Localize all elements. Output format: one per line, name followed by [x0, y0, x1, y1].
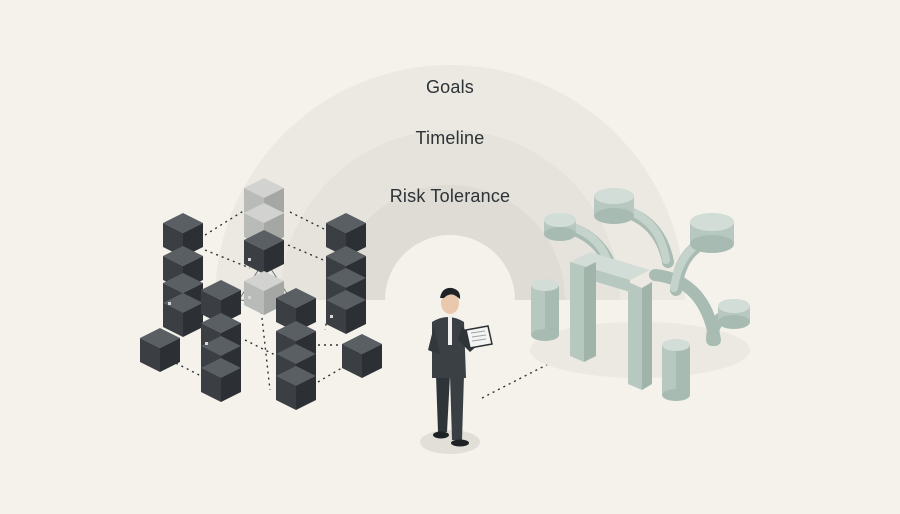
arc-label-timeline: Timeline [415, 128, 485, 148]
arc-label-goals: Goals [425, 77, 475, 97]
arc-label-risk-tolerance: Risk Tolerance [389, 186, 511, 206]
server-cubes-icon [140, 178, 382, 410]
branching-pipes-icon [530, 188, 750, 401]
person-with-tablet-icon [420, 287, 493, 454]
